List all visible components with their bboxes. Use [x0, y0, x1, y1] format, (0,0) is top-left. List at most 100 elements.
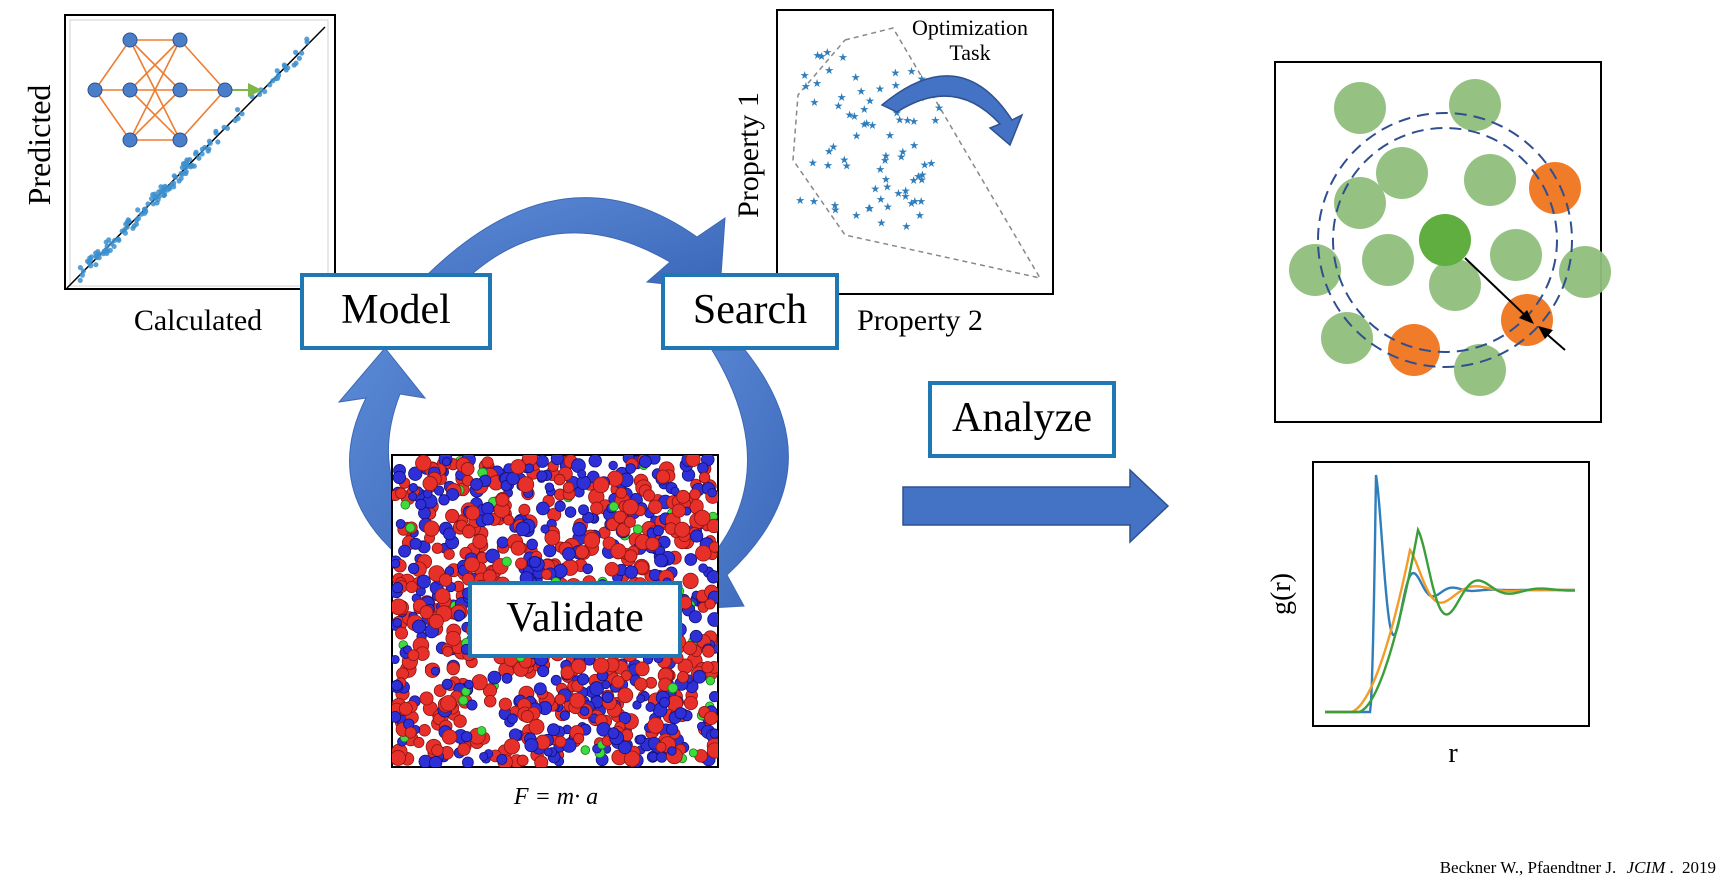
inner-shell-ring: [1332, 127, 1558, 353]
atom: [610, 543, 627, 560]
parity-point: [215, 139, 221, 145]
atom: [415, 455, 432, 472]
parity-point: [189, 162, 195, 168]
atom: [540, 524, 550, 534]
optimization-annotation-line1: Optimization: [912, 15, 1028, 40]
atom: [615, 487, 628, 499]
optimization-point: ★: [795, 195, 805, 207]
atom: [624, 549, 638, 563]
atom: [524, 738, 539, 753]
atom: [659, 696, 671, 708]
network-node: [122, 32, 138, 48]
atom: [409, 537, 422, 550]
optimization-point: ★: [851, 210, 861, 222]
atom: [706, 518, 718, 534]
atom: [698, 471, 711, 484]
parity-point: [291, 62, 297, 68]
atom: [608, 501, 619, 512]
atom: [405, 580, 418, 594]
atom: [632, 524, 643, 535]
network-edge: [129, 39, 181, 141]
optimization-point: ★: [862, 118, 872, 130]
atom: [611, 675, 625, 689]
atom: [674, 707, 687, 720]
optimization-point: ★: [845, 110, 855, 122]
atom: [559, 710, 570, 721]
atom: [654, 553, 668, 568]
atom: [645, 702, 656, 712]
parity-point: [115, 236, 121, 242]
atom: [578, 504, 589, 516]
optimization-point: ★: [902, 221, 912, 233]
atom: [652, 525, 664, 537]
atom: [535, 455, 549, 468]
atom: [398, 544, 412, 558]
optimization-point: ★: [801, 81, 811, 93]
atom: [430, 666, 440, 676]
atom: [708, 691, 718, 703]
atom: [625, 463, 636, 474]
atom: [398, 701, 413, 716]
parity-point: [270, 78, 276, 84]
atom: [534, 755, 549, 767]
optimization-point: ★: [870, 183, 880, 195]
optimization-point: ★: [917, 74, 927, 86]
parity-point: [145, 201, 151, 207]
atom: [544, 482, 555, 492]
atom: [666, 723, 679, 736]
network-node: [172, 132, 188, 148]
optimization-point: ★: [839, 154, 849, 166]
central-particle: [1419, 214, 1471, 266]
optimization-point: ★: [880, 155, 890, 167]
optimization-point: ★: [823, 160, 833, 172]
analyze-label: Analyze: [952, 395, 1092, 441]
parity-point: [135, 207, 141, 213]
neighbor-particle: [1376, 147, 1428, 199]
atom: [674, 521, 691, 538]
atom: [569, 692, 586, 709]
citation-journal: JCIM: [1627, 858, 1667, 877]
atom: [466, 699, 478, 711]
citation-authors: Beckner W., Pfaendtner J.: [1440, 858, 1617, 877]
optimization-point: ★: [812, 78, 822, 90]
atom: [404, 726, 417, 739]
parity-point: [77, 264, 83, 271]
atom: [642, 489, 656, 502]
atom: [392, 654, 400, 665]
shell-particle: [1388, 324, 1440, 376]
atom: [483, 694, 497, 708]
parity-point: [103, 239, 109, 245]
network-node: [172, 32, 188, 48]
optimization-point: ★: [875, 164, 885, 176]
optimization-point: ★: [830, 200, 840, 212]
optimization-point: ★: [852, 131, 862, 143]
analyze-arrow: [902, 468, 1170, 544]
atom: [645, 536, 660, 551]
atom: [613, 510, 627, 524]
optimization-point: ★: [895, 114, 905, 126]
search-label: Search: [693, 287, 807, 333]
optimization-xlabel: Property 2: [857, 304, 983, 337]
atom: [554, 735, 567, 748]
atom: [515, 521, 531, 537]
atom: [656, 751, 668, 763]
atom: [395, 626, 409, 640]
atom: [671, 503, 686, 518]
parity-point: [285, 65, 291, 71]
optimization-point: ★: [881, 174, 891, 186]
atom: [520, 710, 534, 723]
atom: [537, 665, 550, 678]
optimization-point: ★: [920, 159, 930, 171]
atom: [419, 691, 434, 706]
atom: [408, 483, 418, 493]
atom: [576, 475, 591, 491]
atom: [395, 518, 406, 529]
atom: [689, 488, 701, 501]
atom: [655, 741, 667, 753]
atom: [689, 629, 703, 643]
atom: [438, 573, 453, 587]
parity-point: [262, 88, 268, 95]
atom: [487, 670, 502, 685]
optimization-point: ★: [903, 115, 913, 127]
network-output-arrow: [248, 83, 262, 97]
